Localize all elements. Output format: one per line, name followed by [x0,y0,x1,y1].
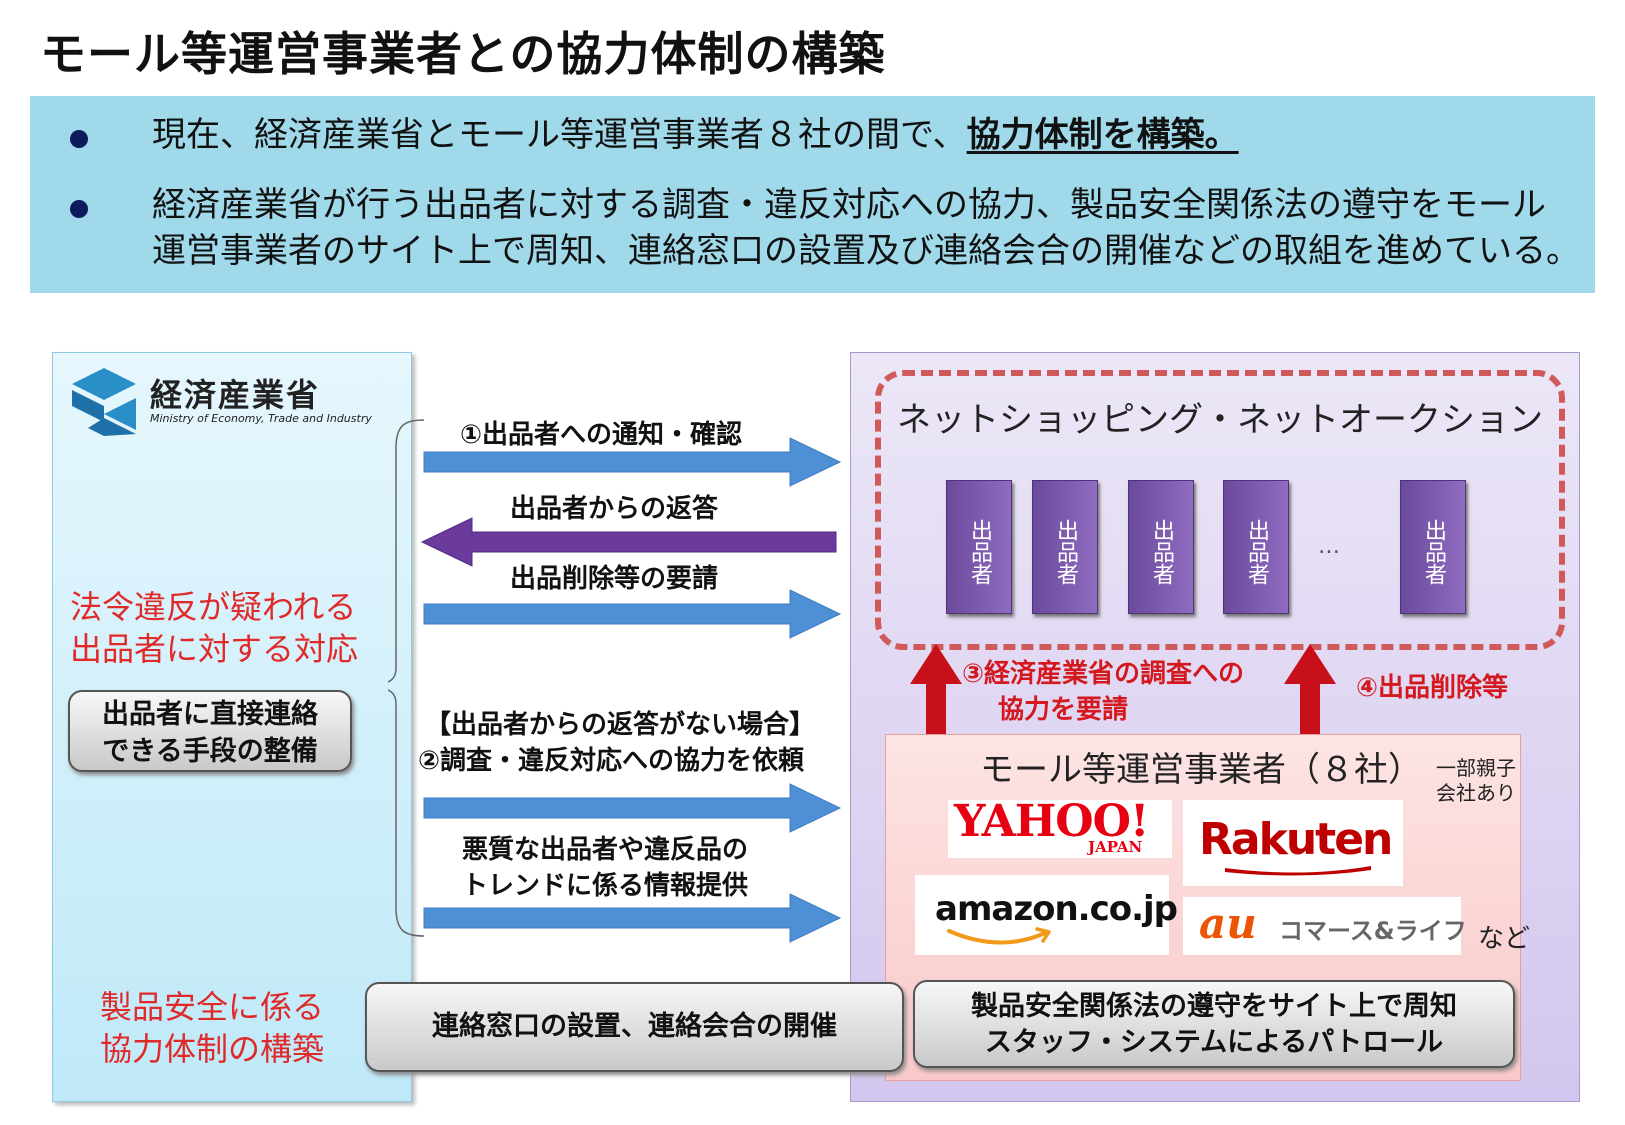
bullet-icon [70,130,88,148]
survey-label: ③経済産業省の調査への 協力を要請 [962,659,1245,725]
left-brace [388,419,425,937]
etc-label: など [1478,924,1531,954]
page-title: モール等運営事業者との協力体制の構築 [40,27,886,81]
marketplace-title: ネットショッピング・ネットオークション [897,400,1543,440]
summary-bullet-1-text: 現在、経済産業省とモール等運営事業者８社の間で、 [152,115,967,155]
seller-block: 出品者 [1128,480,1194,614]
notify-label: ①出品者への通知・確認 [460,420,743,450]
delete-request-label: 出品削除等の要請 [510,564,719,594]
summary-bullet-2-line1: 経済産業省が行う出品者に対する調査・違反対応への協力、製品安全関係法の遵守をモー… [152,185,1546,225]
delete-request-arrow-icon [423,589,842,639]
info-label: 悪質な出品者や違反品の トレンドに係る情報提供 [462,835,749,901]
yahoo-logo: YAHOO! JAPAN [948,796,1172,858]
cooperate-arrow-icon [423,783,842,833]
info-arrow-icon [423,893,842,943]
seller-block: 出品者 [1400,480,1466,614]
operators-note: 一部親子 会社あり [1436,756,1516,805]
amazon-smile-icon [947,927,1051,945]
survey-up-arrow-icon [910,644,962,734]
amazon-logo: amazon.co.jp [915,875,1178,955]
seller-block: 出品者 [946,480,1012,614]
rakuten-swoosh-icon [1225,866,1371,876]
summary-bullet-1-emphasis: 協力体制を構築。 [966,115,1239,155]
cooperate-label: ②調査・違反対応への協力を依頼 [418,746,805,776]
meti-name: 経済産業省 [150,376,321,414]
deletion-up-arrow-icon [1284,644,1336,734]
au-commerce-logo: au コマース&ライフ [1183,897,1467,955]
deletion-label: ④出品削除等 [1356,673,1509,703]
summary-panel: 現在、経済産業省とモール等運営事業者８社の間で、協力体制を構築。 経済産業省が行… [30,96,1595,293]
seller-block: 出品者 [1032,480,1098,614]
reply-label: 出品者からの返答 [510,494,719,524]
summary-bullet-2-line2: 運営事業者のサイト上で周知、連絡窓口の設置及び連絡会合の開催などの取組を進めてい… [152,231,1580,271]
meti-logo-icon [72,368,136,436]
seller-block: 出品者 [1223,480,1289,614]
meti-name-en: Ministry of Economy, Trade and Industry [150,412,372,425]
reply-arrow-icon [420,517,837,567]
bullet-icon [70,200,88,218]
rakuten-logo: Rakuten [1183,800,1403,886]
notify-arrow-icon [423,437,842,487]
compliance-patrol-box: 製品安全関係法の遵守をサイト上で周知 スタッフ・システムによるパトロール [913,980,1515,1068]
marketplace-box [875,370,1565,650]
no-reply-label: 【出品者からの返答がない場合】 [425,710,816,740]
violation-heading: 法令違反が疑われる 出品者に対する対応 [70,588,359,668]
safety-heading: 製品安全に係る 協力体制の構築 [100,988,325,1068]
ellipsis: … [1318,534,1340,559]
operators-title: モール等運営事業者（８社） [980,750,1422,790]
direct-contact-box: 出品者に直接連絡 できる手段の整備 [68,690,352,772]
contact-point-box: 連絡窓口の設置、連絡会合の開催 [365,982,904,1072]
